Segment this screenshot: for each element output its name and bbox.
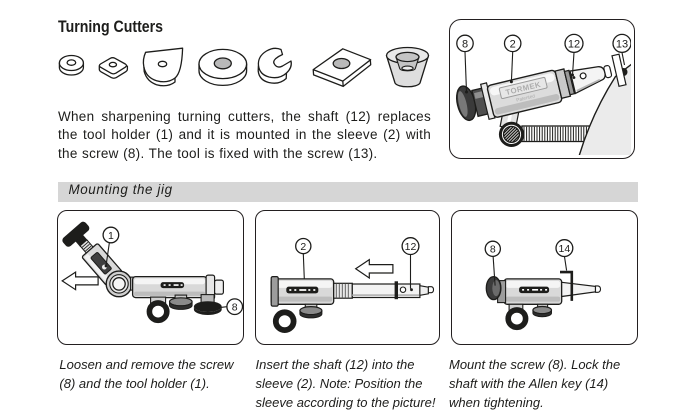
- svg-text:12: 12: [405, 241, 417, 253]
- svg-text:8: 8: [462, 38, 468, 50]
- svg-text:Patented: Patented: [516, 93, 536, 103]
- svg-text:2: 2: [510, 38, 516, 50]
- svg-text:13: 13: [616, 38, 628, 50]
- svg-text:14: 14: [558, 243, 570, 255]
- svg-text:8: 8: [489, 244, 495, 256]
- svg-text:12: 12: [568, 38, 580, 50]
- svg-text:1: 1: [107, 230, 113, 242]
- svg-text:8: 8: [231, 302, 237, 314]
- svg-text:2: 2: [301, 241, 307, 253]
